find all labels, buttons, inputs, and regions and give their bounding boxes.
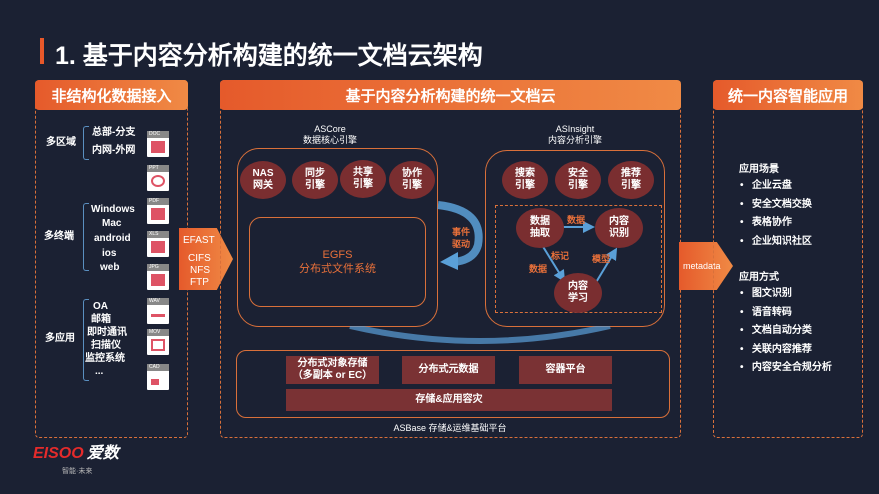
protocol-efast: EFAST <box>183 235 215 246</box>
middle-header: 基于内容分析构建的统一文档云 <box>220 80 681 110</box>
right-header: 统一内容智能应用 <box>713 80 863 110</box>
edge-label: 数据 <box>567 215 586 225</box>
node-content-recognize: 内容识别 <box>595 208 643 248</box>
mov-file-icon: MOV <box>147 329 169 355</box>
node-data-extract: 数据抽取 <box>516 208 564 248</box>
asbase-box <box>236 350 670 418</box>
right-panel <box>713 80 863 438</box>
group-item: android <box>94 233 131 244</box>
asinsight-box <box>485 150 665 327</box>
group-item: OA <box>93 301 108 312</box>
edge-label: 模型 <box>592 254 611 264</box>
group-label: 多区域 <box>46 137 76 148</box>
engine-security: 安全引擎 <box>555 161 601 199</box>
group-label: 多应用 <box>45 333 75 344</box>
title-accent-bar <box>40 38 44 64</box>
group-item: 即时通讯 <box>87 327 127 338</box>
group-label: 多终端 <box>44 231 74 242</box>
ascore-box <box>237 148 438 327</box>
bracket <box>83 299 89 381</box>
doc-file-icon: DOC <box>147 131 169 157</box>
container-block: 容器平台 <box>519 356 612 384</box>
ppt-file-icon: PPT <box>147 165 169 191</box>
group-item: Mac <box>102 218 122 229</box>
modes-list: • 图文识别• 语音转码• 文档自动分类• 关联内容推荐• 内容安全合规分析 <box>740 288 832 373</box>
protocol-cifs: CIFS <box>188 253 211 264</box>
engine-sync: 同步引擎 <box>292 161 338 199</box>
protocol-ftp: FTP <box>190 277 209 288</box>
group-item: 邮箱 <box>91 314 111 325</box>
engine-share: 共享引擎 <box>340 160 386 198</box>
xls-file-icon: XLS <box>147 231 169 257</box>
left-header: 非结构化数据接入 <box>35 80 188 110</box>
asbase-label: ASBase 存储&运维基础平台 <box>393 423 507 433</box>
logo-slogan: 智能·未来 <box>62 468 93 475</box>
modes-title: 应用方式 <box>739 272 779 283</box>
pdf-file-icon: PDF <box>147 198 169 224</box>
jpg-file-icon: JPG <box>147 264 169 290</box>
bracket <box>83 203 89 271</box>
group-item: 总部-分支 <box>92 127 136 138</box>
engine-recommend: 推荐引擎 <box>608 161 654 199</box>
node-content-learn: 内容学习 <box>554 273 602 313</box>
bracket <box>83 126 89 160</box>
group-item: Windows <box>91 204 135 215</box>
metadata-block: 分布式元数据 <box>402 356 495 384</box>
group-item: 内网-外网 <box>92 145 136 156</box>
wav-file-icon: WAV <box>147 298 169 324</box>
engine-search: 搜索引擎 <box>502 161 548 199</box>
bottom-arc <box>349 326 611 344</box>
scenes-title: 应用场景 <box>739 164 779 175</box>
cad-file-icon: CAD <box>147 364 169 390</box>
event-driven-label: 事件驱动 <box>452 227 471 249</box>
group-item: 监控系统 <box>85 353 125 364</box>
group-item: web <box>100 262 120 273</box>
object-storage-block: 分布式对象存储（多副本 or EC） <box>286 356 379 384</box>
disaster-recovery-block: 存储&应用容灾 <box>286 389 612 411</box>
group-item: 扫描仪 <box>91 340 121 351</box>
edge-label: 标记 <box>551 251 570 261</box>
group-item: ios <box>102 248 117 259</box>
protocol-nfs: NFS <box>190 265 210 276</box>
scenes-list: • 企业云盘• 安全文档交换• 表格协作• 企业知识社区 <box>740 180 812 247</box>
engine-collab: 协作引擎 <box>389 161 435 199</box>
metadata-label: metadata <box>683 261 721 271</box>
group-item: ... <box>95 366 104 377</box>
page-title: 1. 基于内容分析构建的统一文档云架构 <box>55 42 483 70</box>
event-driven-arrow-icon <box>437 201 483 270</box>
edge-label: 数据 <box>529 264 548 274</box>
